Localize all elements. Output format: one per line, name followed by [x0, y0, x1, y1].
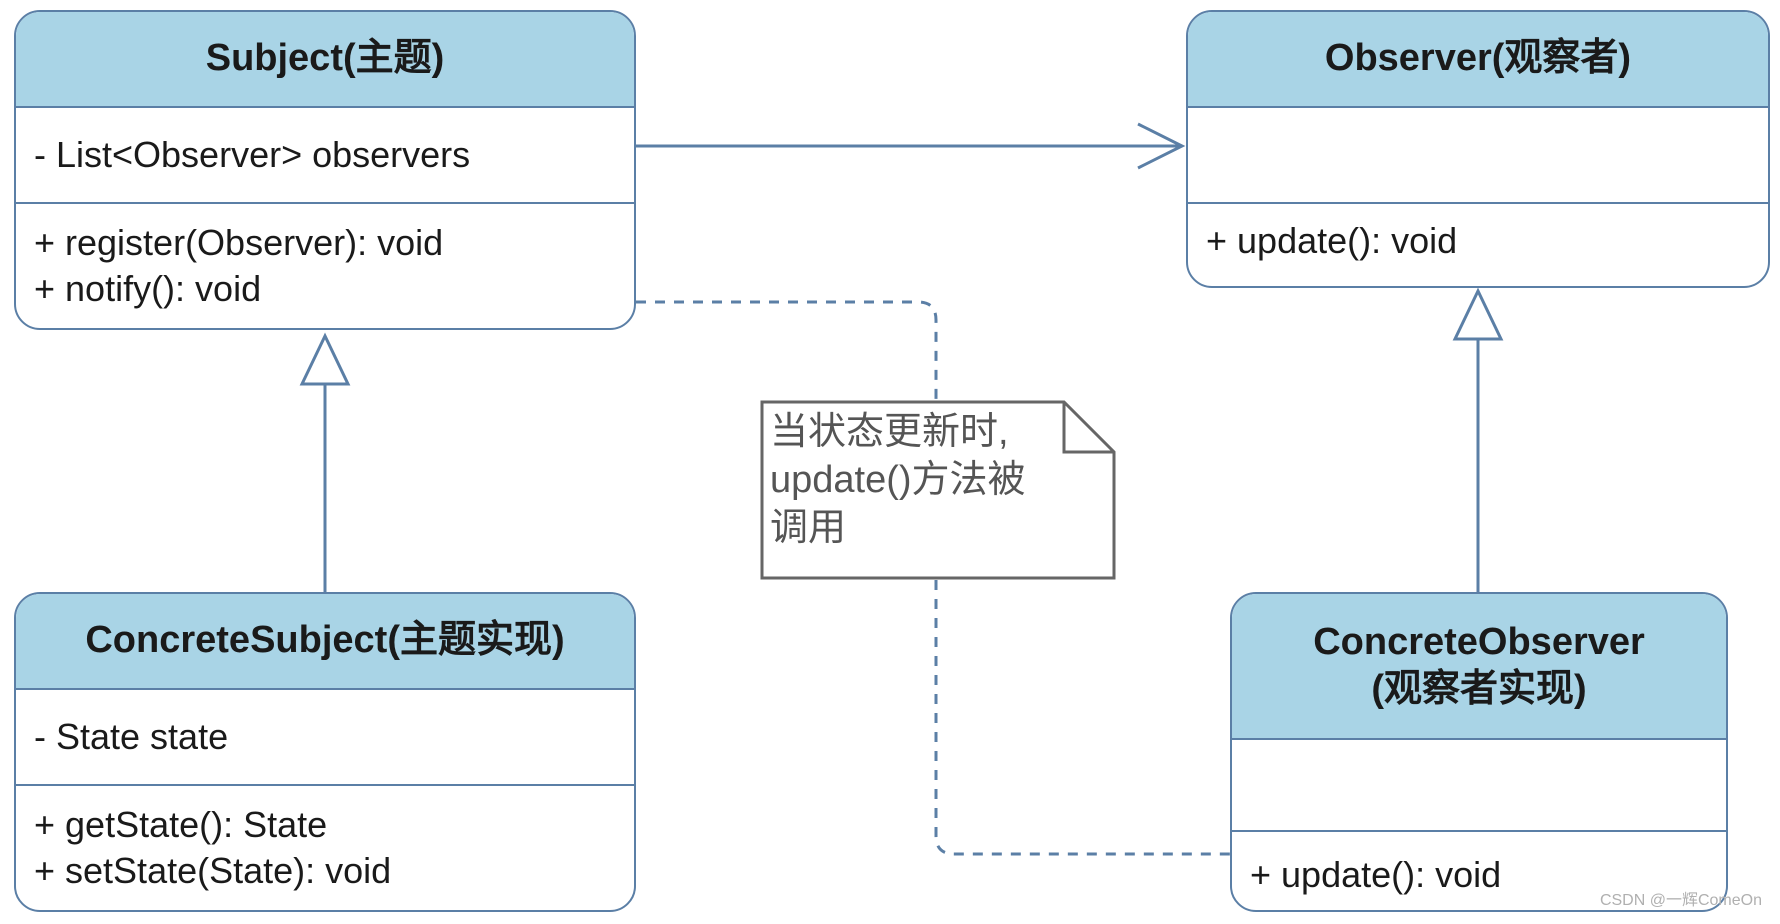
- note-text: 当状态更新时, update()方法被 调用: [770, 408, 1070, 552]
- note-line: update()方法被: [770, 459, 1026, 501]
- operations-section: + getState(): State + setState(State): v…: [16, 786, 634, 894]
- operation: + update(): void: [1206, 220, 1458, 261]
- concrete-observer-class[interactable]: ConcreteObserver (观察者实现) + update(): voi…: [1230, 592, 1728, 912]
- operation: + notify(): void: [34, 268, 262, 309]
- note-line: 调用: [770, 507, 847, 549]
- note-shape: [760, 400, 1116, 580]
- note-box[interactable]: 当状态更新时, update()方法被 调用: [760, 400, 1116, 580]
- operations-section: + register(Observer): void + notify(): v…: [16, 204, 634, 312]
- operation: + register(Observer): void: [34, 222, 444, 263]
- attribute: - List<Observer> observers: [34, 134, 471, 175]
- observer-class[interactable]: Observer(观察者) + update(): void: [1186, 10, 1770, 288]
- attributes-section: [1232, 740, 1726, 832]
- concrete-subject-class[interactable]: ConcreteSubject(主题实现) - State state + ge…: [14, 592, 636, 912]
- class-name: ConcreteSubject(主题实现): [16, 594, 634, 690]
- operation: + getState(): State: [34, 804, 328, 845]
- association-arrowhead: [1137, 122, 1186, 170]
- class-name: Observer(观察者): [1188, 12, 1768, 108]
- attribute: - State state: [34, 716, 229, 757]
- note-dashed-connector-bottom: [934, 580, 1230, 856]
- operations-section: + update(): void: [1232, 832, 1726, 898]
- watermark: CSDN @一辉ComeOn: [1599, 892, 1762, 909]
- class-name: Subject(主题): [16, 12, 634, 108]
- class-name-line2: (观察者实现): [1371, 668, 1587, 710]
- operation: + setState(State): void: [34, 850, 392, 891]
- subject-inheritance-triangle: [299, 332, 351, 386]
- subject-class[interactable]: Subject(主题) - List<Observer> observers +…: [14, 10, 636, 330]
- note-dashed-connector-top: [636, 300, 938, 400]
- attributes-section: - State state: [16, 690, 634, 786]
- attributes-section: - List<Observer> observers: [16, 108, 634, 204]
- operations-section: + update(): void: [1188, 204, 1768, 264]
- note-line: 当状态更新时,: [770, 411, 1009, 453]
- class-name-line1: ConcreteObserver: [1313, 620, 1645, 663]
- attributes-section: [1188, 108, 1768, 204]
- operation: + update(): void: [1250, 854, 1502, 895]
- class-name: ConcreteObserver (观察者实现): [1232, 594, 1726, 740]
- observer-inheritance-triangle: [1452, 287, 1504, 341]
